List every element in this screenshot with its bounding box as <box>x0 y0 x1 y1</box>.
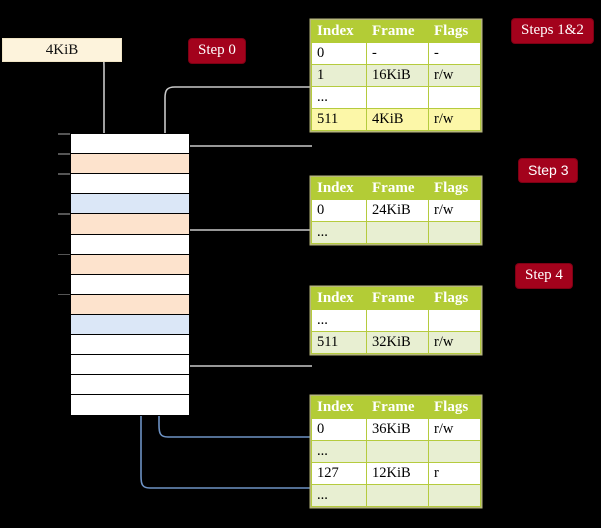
table-row: ... <box>311 309 481 332</box>
table-cell <box>366 484 429 507</box>
memory-frame-row <box>70 233 190 256</box>
table-cell <box>428 221 481 244</box>
table-cell: - <box>428 42 481 65</box>
frame-tick-mark <box>58 253 70 256</box>
table-cell: ... <box>311 440 367 463</box>
badge-step-3: Step 3 <box>519 159 578 182</box>
table-cell: r/w <box>428 64 481 87</box>
table-cell <box>366 221 429 244</box>
table-cell <box>428 86 481 109</box>
memory-frame-row <box>70 354 190 377</box>
column-header-flags: Flags <box>428 20 481 43</box>
memory-frame-row <box>58 253 190 276</box>
table-cell: 0 <box>311 199 367 222</box>
table-row: 0-- <box>311 42 481 65</box>
column-header-index: Index <box>311 177 367 200</box>
column-header-index: Index <box>311 396 367 419</box>
table-cell: ... <box>311 484 367 507</box>
memory-frame-row <box>70 273 190 296</box>
memory-frame-row <box>70 334 190 356</box>
table-cell <box>428 309 481 332</box>
table-cell: ... <box>311 86 367 109</box>
badge-steps-1-2: Steps 1&2 <box>512 19 593 43</box>
table-cell: r/w <box>428 199 481 222</box>
memory-frame-row <box>70 193 190 216</box>
table-cell: r/w <box>428 108 481 131</box>
memory-frame-row <box>70 394 190 417</box>
memory-frame-row <box>58 213 190 236</box>
table-cell <box>366 86 429 109</box>
column-header-frame: Frame <box>366 396 429 419</box>
table-cell: 127 <box>311 462 367 485</box>
table-cell: 32KiB <box>366 331 429 354</box>
column-header-frame: Frame <box>366 287 429 310</box>
table-cell: 24KiB <box>366 199 429 222</box>
table-cell: r/w <box>428 331 481 354</box>
table-cell: r <box>428 462 481 485</box>
column-header-index: Index <box>311 287 367 310</box>
table-row: ... <box>311 484 481 507</box>
table-cell: 4KiB <box>366 108 429 131</box>
memory-frame-row <box>58 293 190 316</box>
memory-frame-row <box>70 313 190 336</box>
memory-frame-row <box>58 173 190 196</box>
page-box-4kib: 4KiB <box>2 38 122 62</box>
table-cell: 36KiB <box>366 418 429 441</box>
column-header-flags: Flags <box>428 287 481 310</box>
column-header-frame: Frame <box>366 20 429 43</box>
table-cell: 12KiB <box>366 462 429 485</box>
column-header-frame: Frame <box>366 177 429 200</box>
table-cell: 0 <box>311 418 367 441</box>
column-header-index: Index <box>311 20 367 43</box>
table-cell: - <box>366 42 429 65</box>
memory-frame-row <box>70 374 190 397</box>
table-row: ... <box>311 221 481 244</box>
table-cell: ... <box>311 221 367 244</box>
table-cell: 511 <box>311 108 367 131</box>
table-cell <box>366 309 429 332</box>
frame-tick-mark <box>58 213 70 215</box>
table-cell <box>366 440 429 463</box>
table-cell: 16KiB <box>366 64 429 87</box>
table-row: ... <box>311 440 481 463</box>
table-cell: ... <box>311 309 367 332</box>
table-row: ... <box>311 86 481 109</box>
frame-tick-mark <box>58 293 70 296</box>
physical-memory-column <box>58 133 190 417</box>
frame-tick-mark <box>58 133 70 135</box>
memory-frame-row <box>58 133 190 155</box>
table-cell: r/w <box>428 418 481 441</box>
badge-step-0: Step 0 <box>189 39 245 63</box>
badge-step-4: Step 4 <box>516 264 572 288</box>
page-box-label: 4KiB <box>45 41 79 58</box>
table-cell: 511 <box>311 331 367 354</box>
memory-frame-row <box>58 153 190 176</box>
frame-tick-mark <box>58 153 70 155</box>
column-header-flags: Flags <box>428 177 481 200</box>
table-cell <box>428 440 481 463</box>
table-cell: 0 <box>311 42 367 65</box>
table-cell <box>428 484 481 507</box>
table-cell: 1 <box>311 64 367 87</box>
frame-tick-mark <box>58 173 70 175</box>
column-header-flags: Flags <box>428 396 481 419</box>
